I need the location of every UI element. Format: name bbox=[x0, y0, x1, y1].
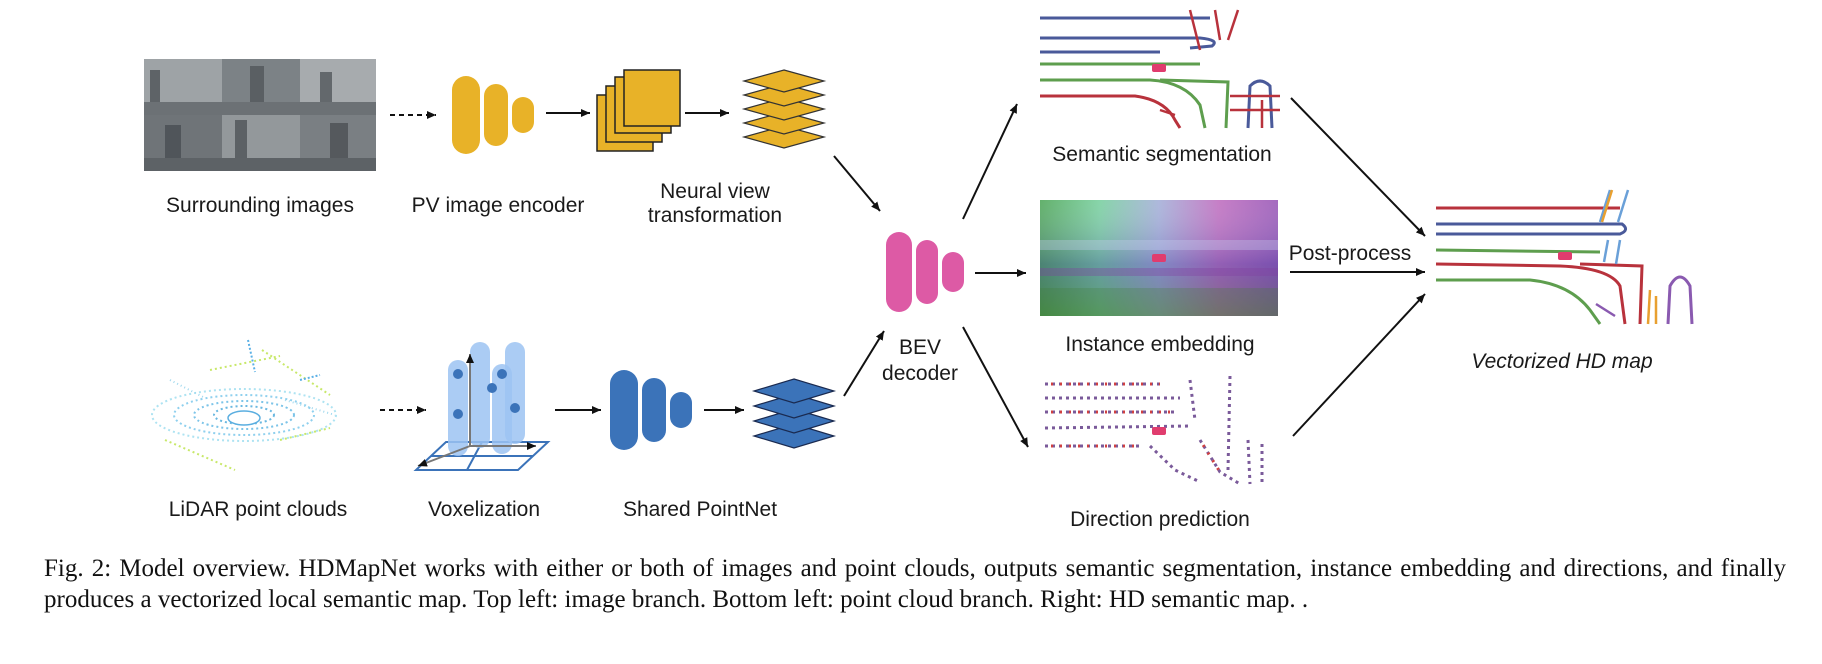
label-bev-line1: BEV bbox=[899, 336, 941, 359]
label-shared-pointnet: Shared PointNet bbox=[623, 498, 777, 521]
bev-features-stack-image bbox=[741, 69, 827, 149]
vectorized-hd-map bbox=[1435, 189, 1694, 325]
label-post-process: Post-process bbox=[1289, 242, 1412, 265]
label-bev-line2: decoder bbox=[882, 362, 958, 385]
figure-caption: Fig. 2: Model overview. HDMapNet works w… bbox=[44, 555, 1786, 613]
semantic-segmentation-map bbox=[1040, 9, 1280, 129]
voxelization-icon bbox=[413, 342, 551, 471]
label-direction-prediction: Direction prediction bbox=[1070, 508, 1250, 531]
surrounding-images-thumbnail bbox=[144, 59, 376, 171]
lidar-point-cloud-image bbox=[151, 339, 337, 471]
pv-image-encoder-icon bbox=[452, 76, 534, 154]
label-neural-view-line2: transformation bbox=[648, 204, 782, 227]
instance-embedding-map bbox=[1040, 200, 1278, 316]
model-overview-diagram: Surrounding images PV image encoder Neur… bbox=[144, 9, 1694, 531]
feature-maps-icon bbox=[596, 69, 681, 152]
label-instance-embedding: Instance embedding bbox=[1065, 333, 1254, 356]
label-semantic-segmentation: Semantic segmentation bbox=[1052, 143, 1271, 166]
bev-decoder-icon bbox=[886, 232, 964, 312]
label-voxelization: Voxelization bbox=[428, 498, 540, 521]
direction-prediction-map bbox=[1044, 375, 1264, 486]
bev-features-stack-lidar bbox=[751, 378, 837, 449]
label-neural-view-line1: Neural view bbox=[660, 180, 771, 203]
shared-pointnet-icon bbox=[610, 370, 692, 450]
label-vectorized-hd-map: Vectorized HD map bbox=[1471, 350, 1652, 373]
label-lidar-point-clouds: LiDAR point clouds bbox=[169, 498, 348, 521]
label-surrounding-images: Surrounding images bbox=[166, 194, 354, 217]
label-pv-image-encoder: PV image encoder bbox=[412, 194, 585, 217]
